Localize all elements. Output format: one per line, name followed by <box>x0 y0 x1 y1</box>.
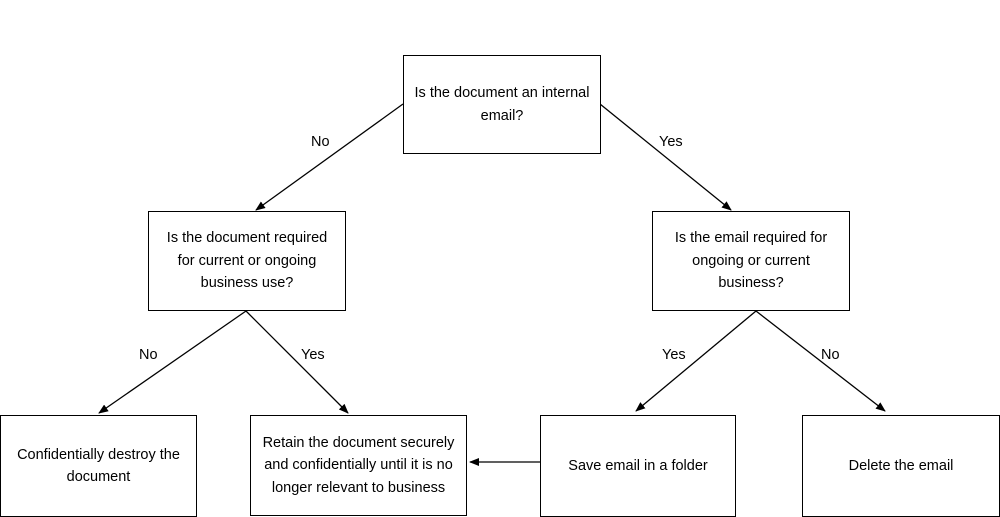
edge-left-to-destroy <box>98 310 247 414</box>
edge-root-to-left <box>255 103 404 211</box>
node-right-question: Is the email required for ongoing or cur… <box>652 211 850 311</box>
edge-right-to-delete <box>755 310 886 412</box>
node-root-text: Is the document an internal email? <box>414 85 590 124</box>
node-root: Is the document an internal email? <box>403 55 601 154</box>
node-delete-text: Delete the email <box>848 457 954 474</box>
node-destroy: Confidentially destroy the document <box>0 415 197 517</box>
edge-left-to-retain <box>245 310 349 414</box>
node-delete: Delete the email <box>802 415 1000 517</box>
node-left-question: Is the document required for current or … <box>148 211 346 311</box>
edge-label-left-yes: Yes <box>301 347 325 363</box>
edge-root-to-right <box>599 103 732 211</box>
edge-label-left-no: No <box>139 347 158 363</box>
node-retain-text: Retain the document securely and confide… <box>262 434 455 496</box>
node-right-question-text: Is the email required for ongoing or cur… <box>674 230 828 292</box>
node-destroy-text: Confidentially destroy the document <box>17 446 180 486</box>
edge-label-right-yes: Yes <box>662 347 686 363</box>
edge-label-root-no: No <box>311 134 330 150</box>
node-save-text: Save email in a folder <box>568 457 708 474</box>
edge-right-to-save <box>635 310 757 412</box>
edge-label-root-yes: Yes <box>659 134 683 150</box>
node-save: Save email in a folder <box>540 415 736 517</box>
edge-label-right-no: No <box>821 347 840 363</box>
node-left-question-text: Is the document required for current or … <box>166 230 328 292</box>
node-retain: Retain the document securely and confide… <box>250 415 467 516</box>
